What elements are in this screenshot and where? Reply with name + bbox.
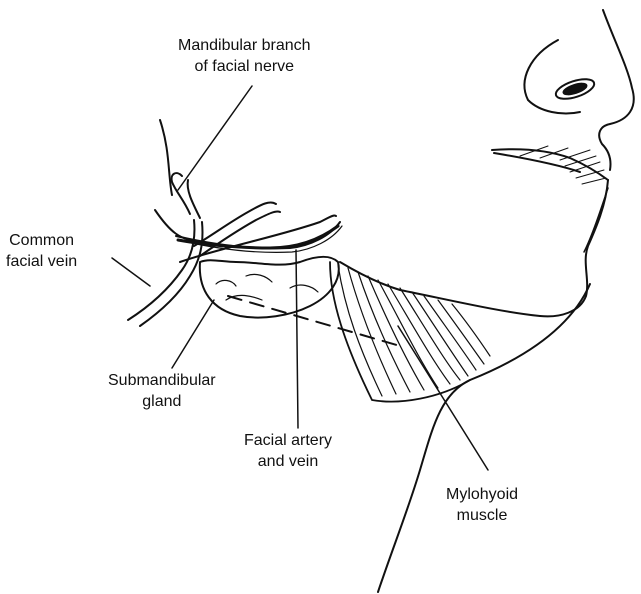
mylohyoid-muscle-label-line2: muscle [446, 505, 518, 526]
mandibular-branch-label-line1: Mandibular branch [178, 35, 311, 56]
mylohyoid-muscle-label: Mylohyoid muscle [446, 484, 518, 526]
submandibular-gland-label-line1: Submandibular [108, 370, 216, 391]
mandibular-branch-label: Mandibular branch of facial nerve [178, 35, 311, 77]
face-outline [155, 10, 634, 592]
submandibular-gland-label: Submandibular gland [108, 370, 216, 412]
lip-shading [520, 146, 606, 184]
facial-artery-vein-label-line2: and vein [244, 451, 332, 472]
facial-artery-vein-label: Facial artery and vein [244, 430, 332, 472]
submandibular-gland-shape [200, 257, 339, 318]
mylohyoid-muscle-label-line1: Mylohyoid [446, 484, 518, 505]
leader-lines [112, 86, 488, 470]
common-facial-vein-label: Common facial vein [6, 230, 77, 272]
submandibular-gland-label-line2: gland [108, 391, 216, 412]
facial-artery-vein-label-line1: Facial artery [244, 430, 332, 451]
mandibular-branch-label-line2: of facial nerve [178, 56, 311, 77]
common-facial-vein-label-line1: Common [6, 230, 77, 251]
mylohyoid-muscle [330, 262, 490, 402]
common-facial-vein-label-line2: facial vein [6, 251, 77, 272]
